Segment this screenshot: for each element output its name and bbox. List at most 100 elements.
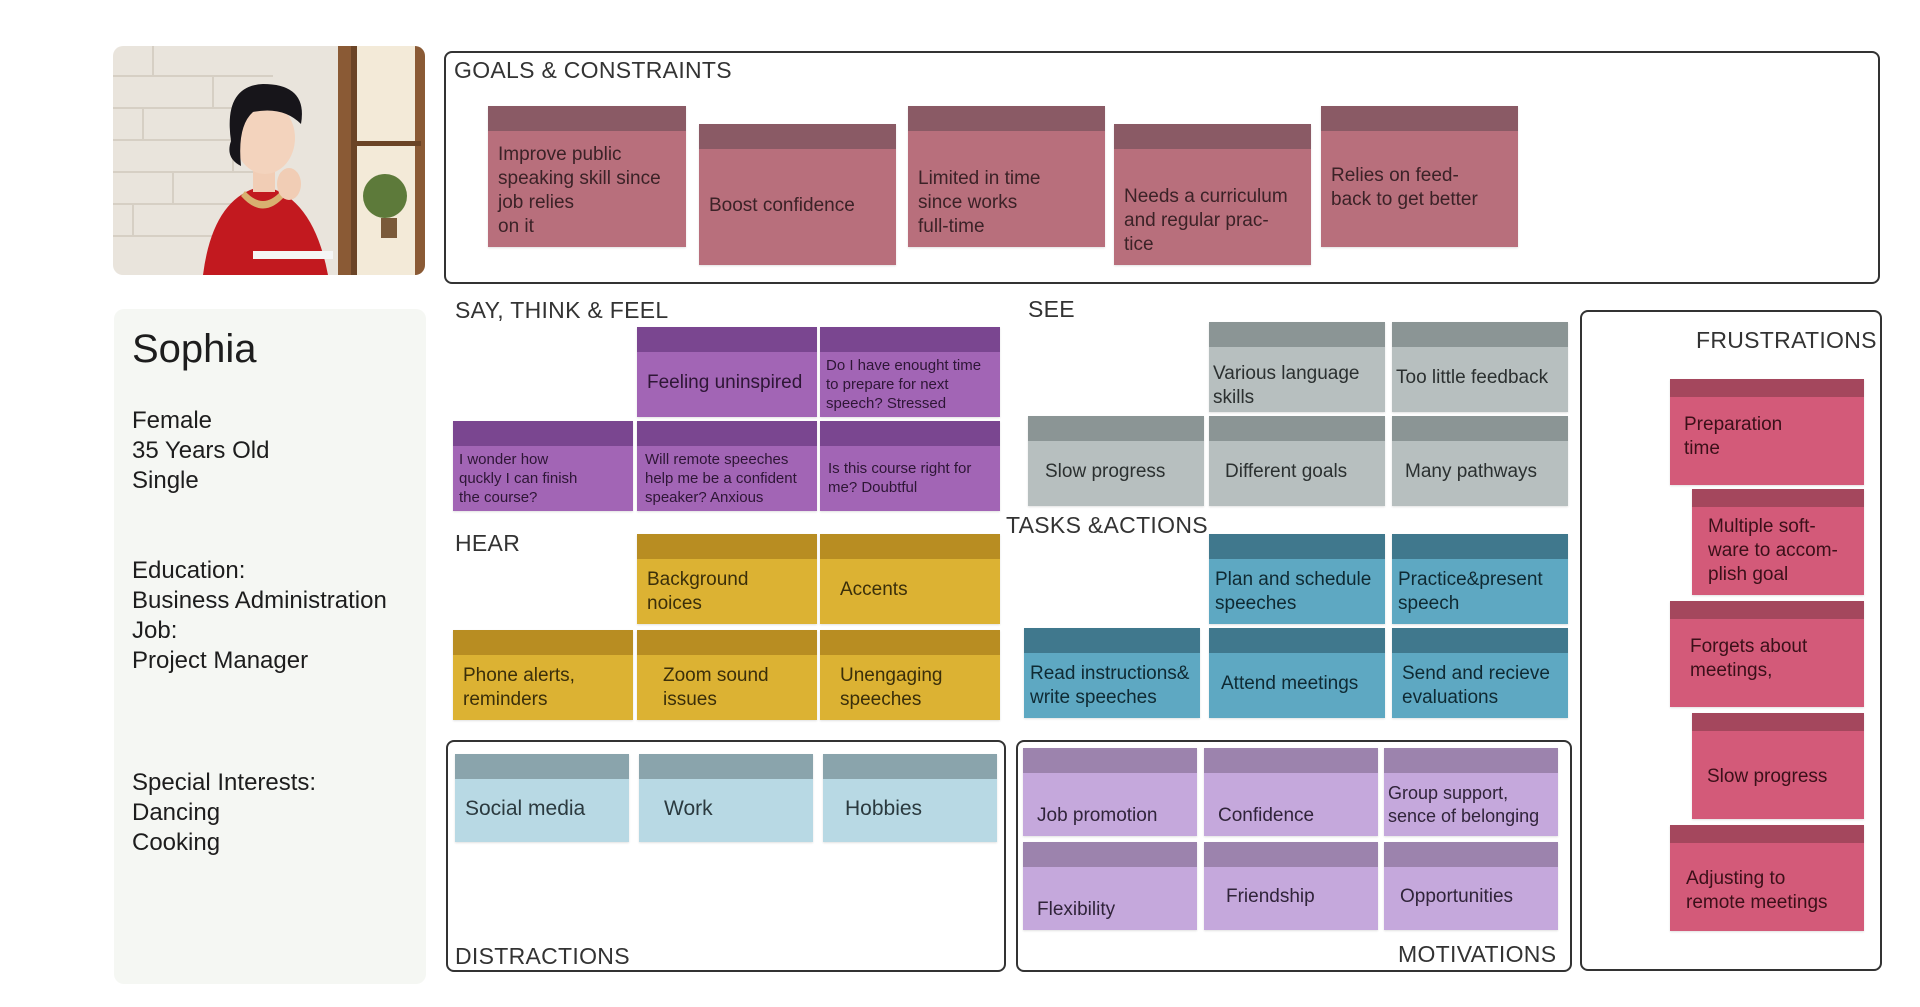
tasks-actions-title: TASKS &ACTIONS (1006, 512, 1208, 538)
hear-note-text: Unengaging speeches (840, 665, 943, 710)
hear-note-text: Phone alerts, reminders (463, 665, 575, 710)
motivation-note-text: Opportunities (1400, 886, 1514, 907)
frustration-note: Adjusting to remote meetings (1670, 825, 1864, 931)
note-strip (820, 327, 1000, 352)
hear-note: Unengaging speeches (820, 630, 1000, 720)
hear-note-text: Background noices (647, 569, 749, 614)
note-strip (1028, 416, 1204, 441)
motivation-note: Confidence (1204, 748, 1378, 836)
goals-constraints-frame (444, 51, 1880, 284)
say-think-feel-note: Will remote speeches help me be a confid… (637, 421, 817, 511)
distraction-note: Social media (455, 754, 629, 842)
see-note: Various language skills (1209, 322, 1385, 412)
goal-note: Needs a curriculum and regular prac- tic… (1114, 124, 1311, 265)
distractions-title: DISTRACTIONS (455, 943, 630, 969)
distraction-note-text: Hobbies (845, 797, 923, 820)
note-strip (455, 754, 629, 779)
note-strip (637, 630, 817, 655)
see-note-text: Too little feedback (1396, 367, 1549, 388)
persona-photo-image (113, 46, 425, 275)
goal-note-text: Improve public speaking skill since job … (498, 144, 661, 237)
note-strip (1024, 628, 1200, 653)
say-think-feel-note-text: Is this course right for me? Doubtful (828, 460, 972, 496)
frustration-note-text: Slow progress (1707, 766, 1828, 787)
tasks-note-text: Practice&present speech (1398, 569, 1543, 614)
persona-interest-item: Dancing (132, 799, 221, 826)
motivation-note: Group support, sence of belonging (1384, 748, 1558, 836)
distractions-frame (446, 740, 1006, 972)
note-strip (1692, 713, 1864, 731)
persona-name: Sophia (132, 327, 257, 371)
persona-interest-item: Cooking (132, 829, 221, 856)
hear-note: Zoom sound issues (637, 630, 817, 720)
distraction-note: Hobbies (823, 754, 997, 842)
distraction-note: Work (639, 754, 813, 842)
see-note: Slow progress (1028, 416, 1204, 506)
hear-note-text: Zoom sound issues (663, 665, 769, 710)
goal-note-strip (908, 106, 1105, 131)
note-strip (1670, 601, 1864, 619)
tasks-note-text: Attend meetings (1221, 673, 1359, 694)
hear-note-text: Accents (840, 579, 908, 600)
motivation-note: Job promotion (1023, 748, 1197, 836)
note-strip (1209, 416, 1385, 441)
note-strip (637, 327, 817, 352)
note-strip (637, 421, 817, 446)
note-strip (453, 630, 633, 655)
tasks-note: Practice&present speech (1392, 534, 1568, 624)
see-note: Different goals (1209, 416, 1385, 506)
say-think-feel-note: Do I have enought time to prepare for ne… (820, 327, 1000, 417)
frustrations-frame (1580, 310, 1882, 971)
note-strip (1392, 322, 1568, 347)
hear-note: Background noices (637, 534, 817, 624)
goal-note: Limited in time since works full-time (908, 106, 1105, 247)
tasks-note-text: Read instructions& write speeches (1030, 663, 1190, 708)
motivations-frame (1016, 740, 1572, 972)
note-strip (1204, 842, 1378, 867)
tasks-note: Attend meetings (1209, 628, 1385, 718)
note-strip (639, 754, 813, 779)
frustration-note-text: Forgets about meetings, (1690, 636, 1808, 681)
tasks-note-text: Send and recieve evaluations (1402, 663, 1550, 708)
motivation-note: Flexibility (1023, 842, 1197, 930)
say-think-feel-note: I wonder how quckly I can finish the cou… (453, 421, 633, 511)
see-note: Many pathways (1392, 416, 1568, 506)
frustration-note-text: Adjusting to remote meetings (1686, 868, 1828, 913)
see-title: SEE (1028, 296, 1075, 322)
goal-note-strip (1114, 124, 1311, 149)
motivation-note-text: Friendship (1226, 886, 1315, 907)
motivation-note-text: Flexibility (1037, 899, 1116, 920)
hear-note: Phone alerts, reminders (453, 630, 633, 720)
persona-interests-label: Special Interests: (132, 769, 317, 796)
see-note-text: Various language skills (1213, 363, 1360, 408)
note-strip (820, 630, 1000, 655)
goal-note-text: Limited in time since works full-time (918, 168, 1041, 237)
note-strip (1209, 628, 1385, 653)
goal-note-text: Needs a curriculum and regular prac- tic… (1124, 186, 1288, 255)
note-strip (637, 534, 817, 559)
goal-note-strip (1321, 106, 1518, 131)
persona-status: Single (132, 467, 199, 494)
say-think-feel-note-text: Do I have enought time to prepare for ne… (826, 357, 982, 412)
note-strip (1023, 842, 1197, 867)
note-strip (1692, 489, 1864, 507)
note-strip (1392, 534, 1568, 559)
goal-note: Improve public speaking skill since job … (488, 106, 686, 247)
frustration-note-text: Multiple soft- ware to accom- plish goal (1708, 516, 1838, 585)
persona-age: 35 Years Old (132, 437, 270, 464)
motivation-note-text: Job promotion (1037, 805, 1158, 826)
note-strip (1384, 842, 1558, 867)
goal-note-text: Boost confidence (709, 194, 855, 216)
distraction-note-text: Social media (465, 797, 586, 820)
motivation-note: Friendship (1204, 842, 1378, 930)
tasks-note: Plan and schedule speeches (1209, 534, 1385, 624)
goal-note-text: Relies on feed- back to get better (1331, 164, 1478, 210)
hear-note: Accents (820, 534, 1000, 624)
note-strip (1384, 748, 1558, 773)
motivation-note: Opportunities (1384, 842, 1558, 930)
note-strip (820, 534, 1000, 559)
frustrations-title: FRUSTRATIONS (1696, 327, 1877, 353)
note-strip (1392, 416, 1568, 441)
tasks-note: Read instructions& write speeches (1024, 628, 1200, 718)
hear-title: HEAR (455, 530, 521, 556)
